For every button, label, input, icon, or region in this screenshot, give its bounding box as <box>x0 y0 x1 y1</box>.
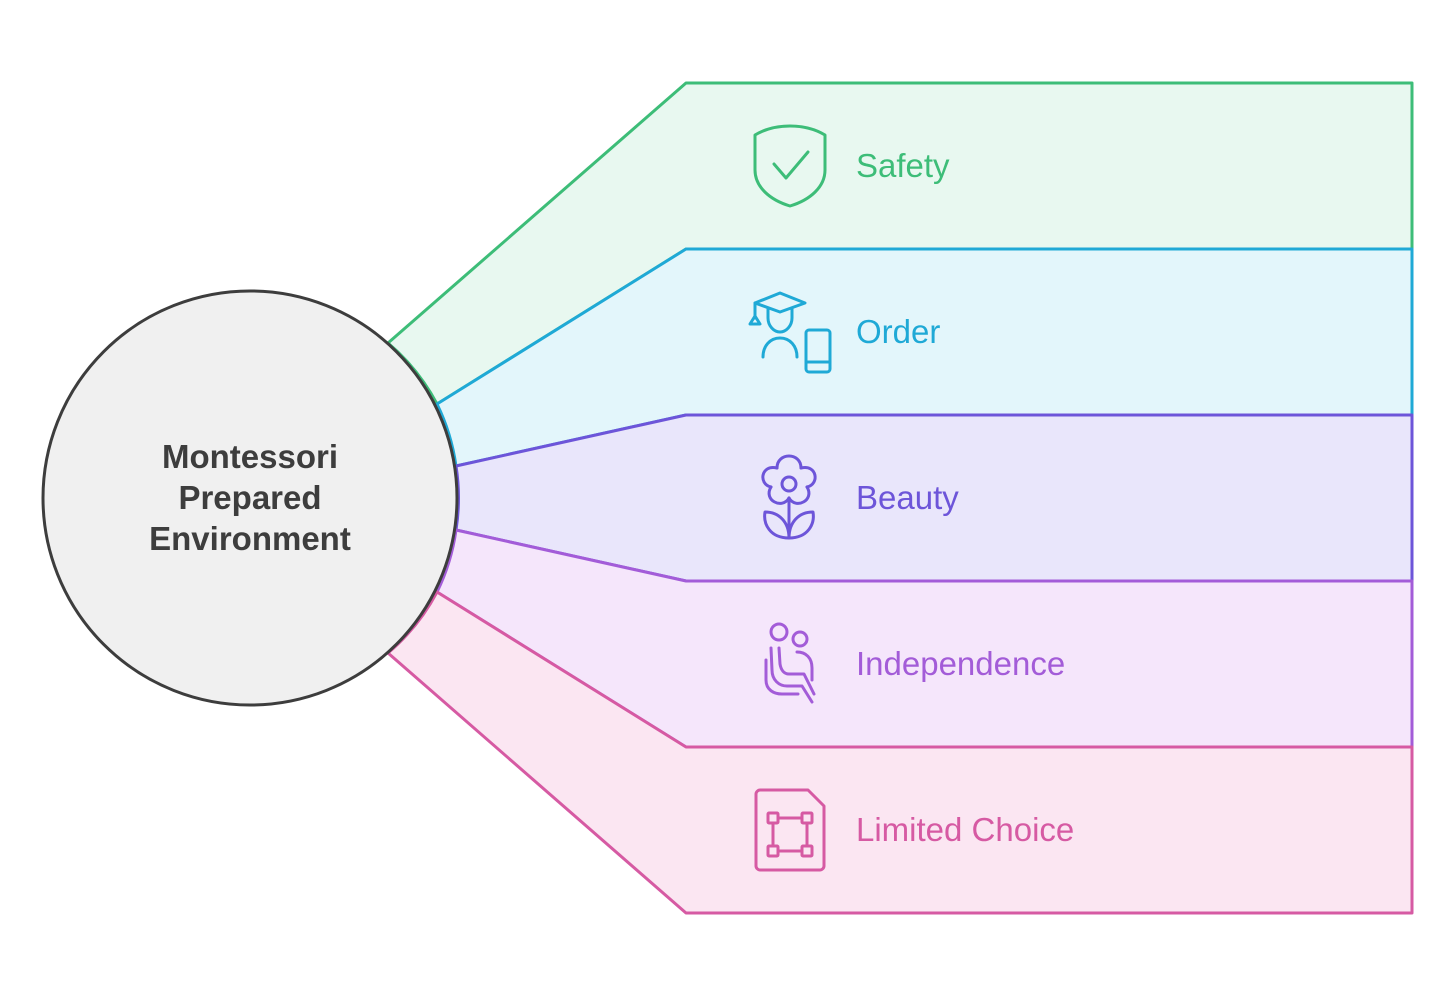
branch-label-beauty: Beauty <box>856 479 959 516</box>
branch-label-limited-choice: Limited Choice <box>856 811 1075 848</box>
branch-label-independence: Independence <box>856 645 1066 682</box>
center-label-line: Montessori <box>161 438 339 475</box>
center-circle <box>41 289 459 707</box>
center-label: Montessori Prepared Environment <box>95 436 405 559</box>
center-label-line: Environment <box>149 520 351 557</box>
flower-icon <box>761 454 817 540</box>
branch-label-safety: Safety <box>856 147 950 184</box>
center-label-line: Prepared <box>178 479 322 516</box>
shield-check-icon <box>753 124 827 208</box>
people-seated-icon <box>764 622 816 704</box>
file-frame-icon <box>754 788 826 872</box>
branch-label-order: Order <box>856 313 941 350</box>
branch-band-independence <box>435 528 1414 749</box>
graduate-device-icon <box>748 291 832 374</box>
